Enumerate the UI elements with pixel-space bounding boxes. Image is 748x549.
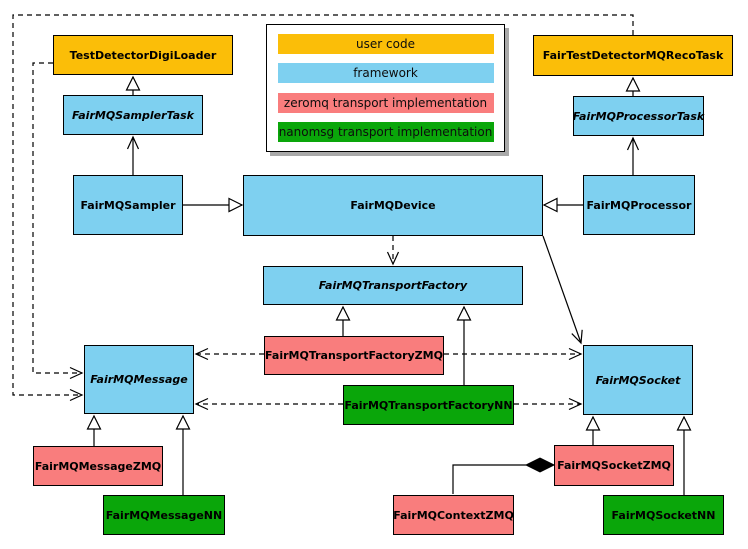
class-fairmqprocessor: FairMQProcessor: [583, 175, 695, 235]
class-fairmqmessagenn: FairMQMessageNN: [103, 495, 225, 535]
class-fairmqsocketzmq: FairMQSocketZMQ: [554, 445, 674, 486]
edge-fairmqdevice-to-fairmqsocket: [542, 235, 583, 345]
class-fairmqsocket: FairMQSocket: [583, 345, 693, 415]
legend-item-user-code: user code: [277, 34, 494, 55]
class-fairtestdetectormqrecotask: FairTestDetectorMQRecoTask: [533, 35, 733, 76]
legend: user code framework zeromq transport imp…: [266, 24, 505, 152]
class-fairmqtransportfactory: FairMQTransportFactory: [263, 266, 523, 305]
legend-item-nanomsg: nanomsg transport implementation: [277, 121, 494, 142]
legend-item-framework: framework: [277, 63, 494, 84]
class-fairmqdevice: FairMQDevice: [243, 175, 543, 236]
class-fairmqtransportfactoryzmq: FairMQTransportFactoryZMQ: [264, 336, 444, 375]
class-fairmqmessagezmq: FairMQMessageZMQ: [33, 446, 163, 486]
composition-diamond: [524, 457, 556, 473]
class-testdetectordigiloader: TestDetectorDigiLoader: [53, 35, 233, 75]
class-fairmqmessage: FairMQMessage: [84, 345, 194, 414]
legend-item-zeromq: zeromq transport implementation: [277, 92, 494, 113]
class-fairmqsamplertask: FairMQSamplerTask: [63, 95, 203, 135]
class-fairmqcontextzmq: FairMQContextZMQ: [393, 495, 514, 535]
class-fairmqsampler: FairMQSampler: [73, 175, 183, 235]
class-fairmqsocketnn: FairMQSocketNN: [603, 495, 724, 535]
class-fairmqprocessortask: FairMQProcessorTask: [573, 96, 704, 136]
class-fairmqtransportfactorynn: FairMQTransportFactoryNN: [343, 385, 514, 425]
edge-fairmqcontextzmq-to-fairmqsocketzmq: [452, 464, 526, 494]
